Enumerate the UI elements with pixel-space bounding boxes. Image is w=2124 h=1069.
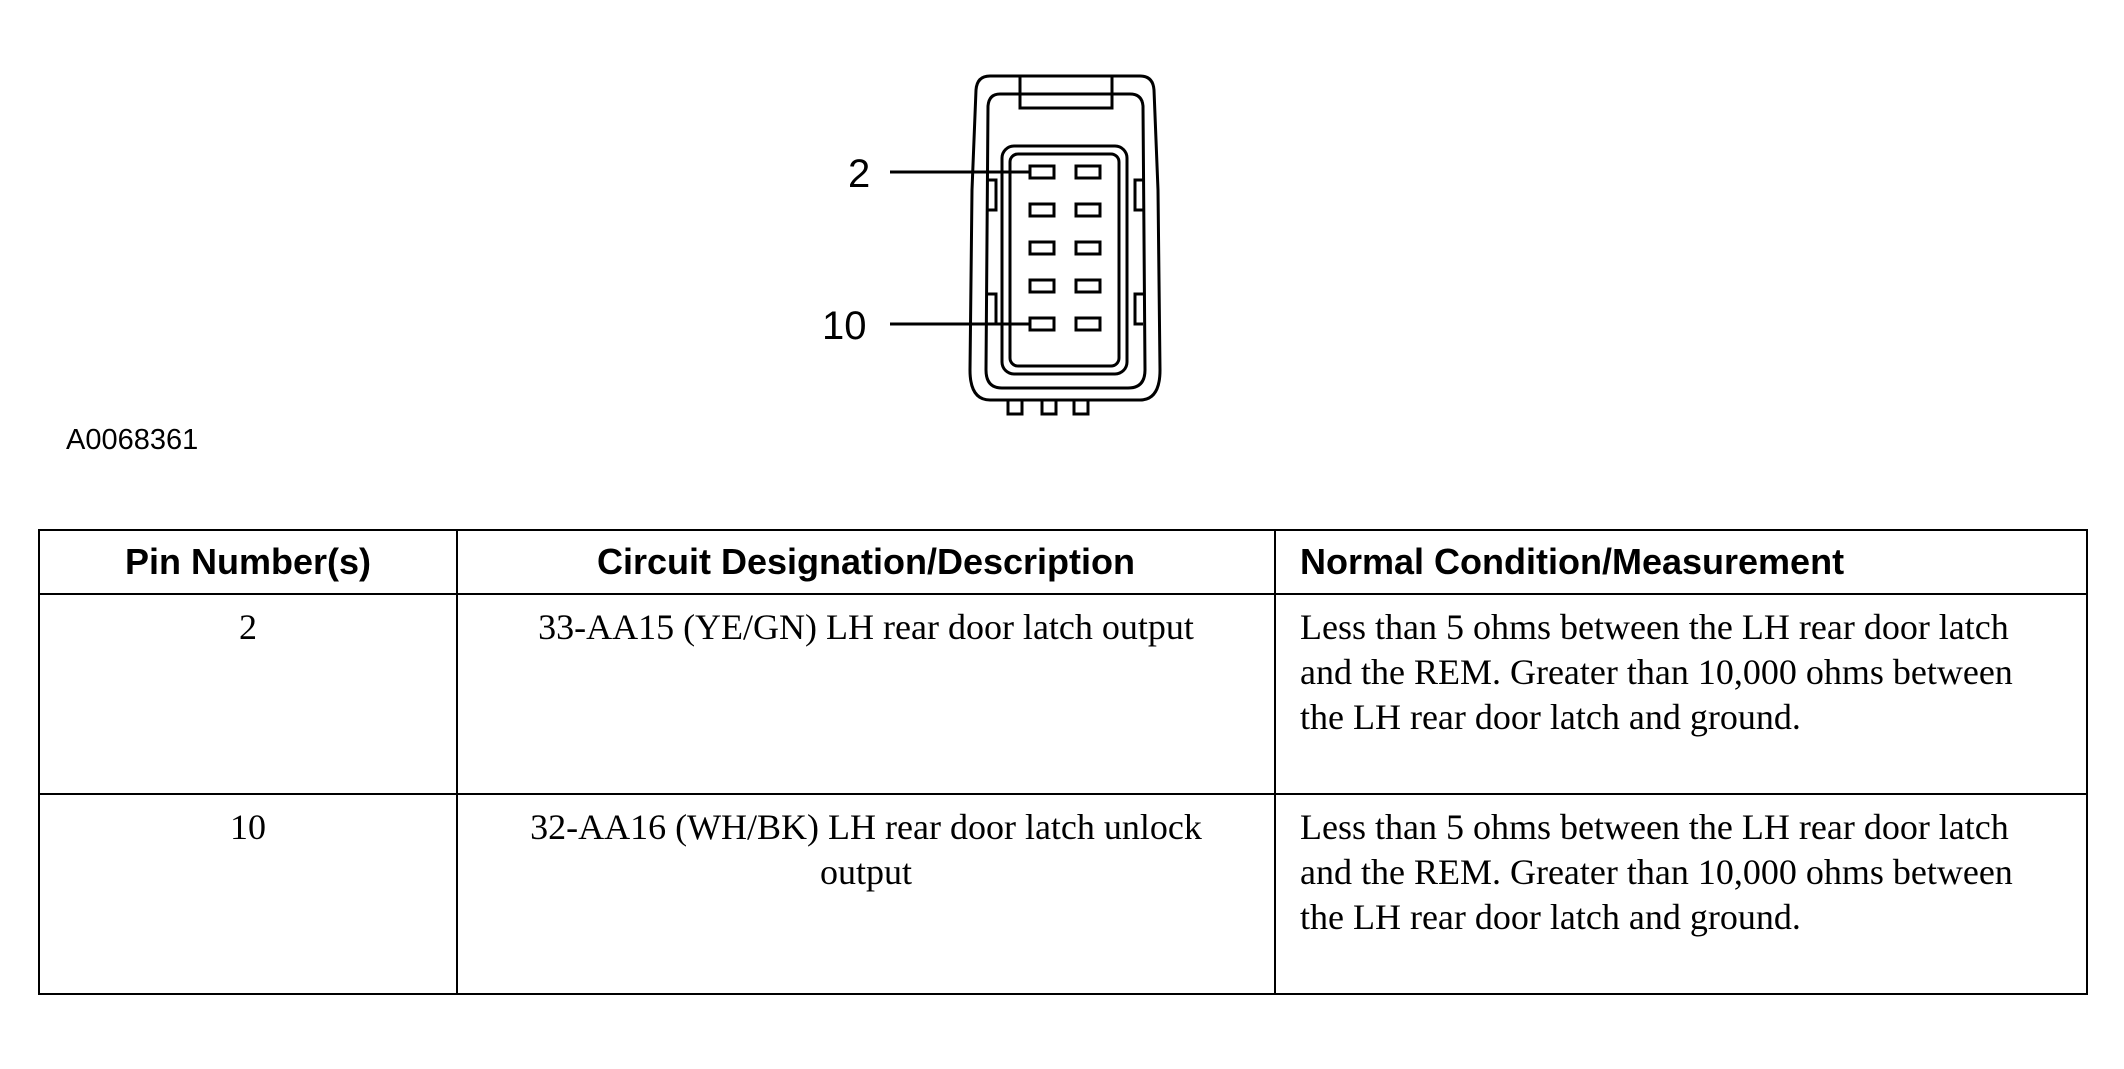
cell-measurement: Less than 5 ohms between the LH rear doo… — [1274, 793, 2088, 995]
cell-circuit: 32-AA16 (WH/BK) LH rear door latch unloc… — [456, 793, 1276, 995]
connector-diagram: 2 10 — [820, 70, 1180, 440]
table-header-row: Pin Number(s) Circuit Designation/Descri… — [38, 529, 2088, 595]
connector-outline-drawing — [890, 74, 1162, 416]
pin-label-10: 10 — [822, 304, 867, 348]
cell-pin: 2 — [38, 593, 458, 795]
cell-measurement: Less than 5 ohms between the LH rear doo… — [1274, 593, 2088, 795]
header-pin-number: Pin Number(s) — [38, 529, 458, 595]
cell-circuit: 33-AA15 (YE/GN) LH rear door latch outpu… — [456, 593, 1276, 795]
pin-table: Pin Number(s) Circuit Designation/Descri… — [38, 529, 2088, 995]
table-row: 10 32-AA16 (WH/BK) LH rear door latch un… — [38, 793, 2088, 995]
header-circuit: Circuit Designation/Description — [456, 529, 1276, 595]
header-measurement: Normal Condition/Measurement — [1274, 529, 2088, 595]
figure-id: A0068361 — [66, 424, 199, 456]
pin-label-2: 2 — [848, 152, 871, 196]
cell-pin: 10 — [38, 793, 458, 995]
table-row: 2 33-AA15 (YE/GN) LH rear door latch out… — [38, 593, 2088, 795]
